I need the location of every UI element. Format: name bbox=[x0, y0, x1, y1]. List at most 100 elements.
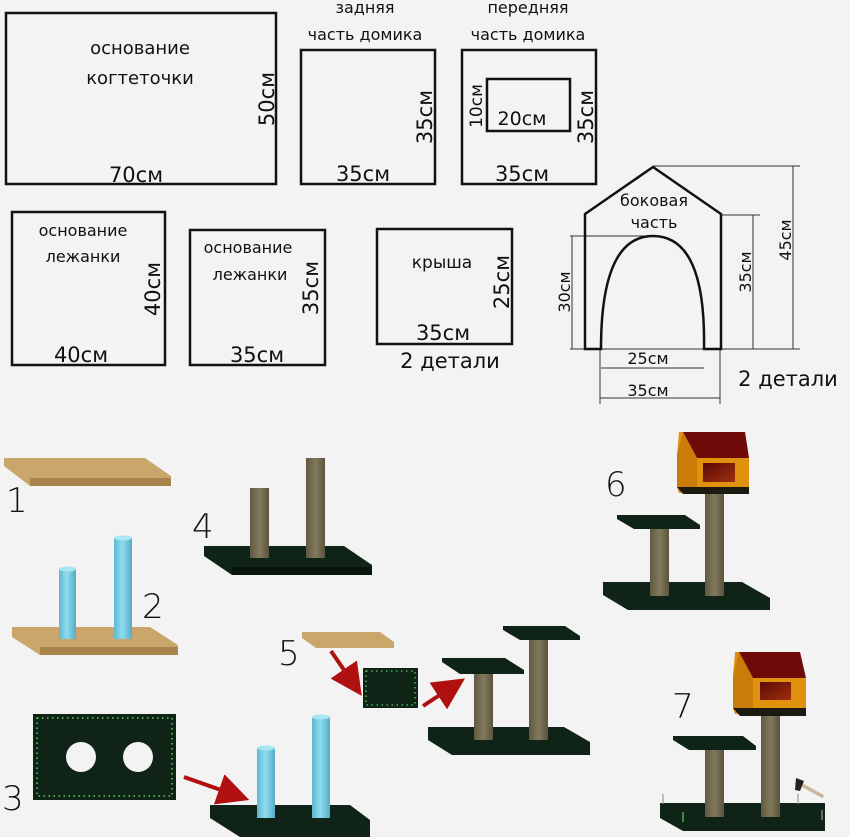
step-2-number: 2 bbox=[142, 587, 164, 627]
side-outline bbox=[583, 165, 723, 351]
part-scratcher-base: основание когтеточки 70см 50см bbox=[4, 11, 279, 187]
step2-tube-tall-cap bbox=[114, 535, 132, 541]
step3-tube-short-cap bbox=[257, 745, 275, 751]
step7-house-floor bbox=[733, 708, 806, 716]
step-7-number: 7 bbox=[672, 687, 694, 727]
step7-post-short bbox=[705, 749, 724, 817]
house-front-outline bbox=[460, 48, 598, 186]
house-front-title-2: часть домика bbox=[471, 25, 586, 44]
step6-house-roof bbox=[683, 432, 749, 458]
house-back-width: 35см bbox=[336, 162, 390, 186]
step-1-number: 1 bbox=[6, 481, 28, 521]
step6-post-short bbox=[650, 526, 669, 596]
step6-post-tall bbox=[705, 493, 724, 596]
bed-base-small-width: 35см bbox=[230, 343, 284, 367]
bed-base-large-width: 40см bbox=[54, 343, 108, 367]
scratcher-base-title-2: когтеточки bbox=[86, 68, 194, 89]
step5-shelf-high bbox=[503, 626, 580, 640]
step7-base bbox=[660, 803, 825, 831]
hammer-icon bbox=[795, 778, 824, 798]
side-arch-width: 25см bbox=[627, 349, 668, 368]
house-back-title-2: часть домика bbox=[308, 25, 423, 44]
step4-base-edge bbox=[232, 567, 372, 575]
step6-house-floor bbox=[677, 487, 749, 494]
part-house-back: задняя часть домика 35см 35см bbox=[299, 0, 437, 186]
house-front-width: 35см bbox=[495, 162, 549, 186]
bed-base-small-title-2: лежанки bbox=[213, 265, 288, 284]
step-6: 6 bbox=[603, 432, 770, 610]
step5-arrow-2 bbox=[421, 678, 466, 710]
roof-outline bbox=[375, 227, 514, 346]
step-6-number: 6 bbox=[605, 465, 627, 505]
step3-tube-short bbox=[257, 748, 275, 818]
house-back-title-1: задняя bbox=[335, 0, 394, 17]
step-4: 4 bbox=[192, 458, 372, 575]
step5-post-tall bbox=[529, 638, 548, 740]
step-2: 2 bbox=[12, 535, 178, 655]
step-5: 5 bbox=[278, 626, 590, 755]
step-3-number: 3 bbox=[2, 779, 24, 819]
step7-house-roof bbox=[739, 652, 806, 678]
roof-height: 25см bbox=[490, 255, 514, 309]
roof-title: крыша bbox=[412, 253, 472, 273]
step-4-number: 4 bbox=[192, 507, 214, 547]
step-3: 3 bbox=[2, 714, 370, 837]
step2-tube-short-cap bbox=[59, 566, 76, 572]
step5-base bbox=[428, 727, 590, 755]
step1-board-edge bbox=[30, 478, 171, 486]
step3-hole-right bbox=[123, 742, 153, 772]
step3-hole-left bbox=[66, 742, 96, 772]
part-bed-base-small: основание лежанки 35см 35см bbox=[188, 228, 327, 367]
step4-post-tall bbox=[306, 458, 325, 558]
step5-post-short bbox=[474, 672, 493, 740]
side-title-1: боковая bbox=[620, 191, 688, 210]
side-count: 2 детали bbox=[738, 367, 838, 391]
step5-arrow-1 bbox=[329, 649, 362, 696]
scratcher-base-title-1: основание bbox=[90, 38, 190, 59]
step5-carpet-stitch bbox=[365, 670, 416, 706]
bed-base-small-height: 35см bbox=[299, 261, 323, 315]
step6-base bbox=[603, 582, 770, 610]
part-roof: крыша 35см 25см 2 детали bbox=[375, 227, 514, 373]
side-width: 35см bbox=[627, 381, 668, 400]
bed-base-small-title-1: основание bbox=[204, 238, 293, 257]
part-side: боковая часть 25см 35см 30см 35см 45см 2… bbox=[555, 165, 838, 404]
step6-shelf bbox=[617, 515, 700, 529]
house-front-height: 35см bbox=[574, 90, 598, 144]
house-back-outline bbox=[299, 48, 437, 186]
side-total-height: 45см bbox=[776, 219, 795, 260]
step2-tube-tall bbox=[114, 538, 132, 639]
step6-house-window bbox=[703, 463, 735, 482]
step5-board bbox=[302, 632, 394, 648]
side-title-2: часть bbox=[631, 213, 678, 232]
step-7: 7 bbox=[660, 652, 825, 831]
step3-carpet bbox=[33, 714, 176, 800]
bed-base-large-title-1: основание bbox=[39, 221, 128, 240]
step7-post-tall bbox=[761, 715, 780, 817]
step3-tube-tall bbox=[312, 717, 330, 818]
step3-arrow bbox=[183, 774, 250, 805]
scratcher-base-width: 70см bbox=[109, 163, 163, 187]
house-back-height: 35см bbox=[413, 90, 437, 144]
bed-base-large-outline bbox=[10, 210, 167, 367]
bed-base-large-title-2: лежанки bbox=[46, 247, 121, 266]
house-front-hole bbox=[485, 77, 572, 133]
part-house-front: передняя часть домика 20см 10см 35см 35с… bbox=[460, 0, 598, 186]
side-arch-height: 30см bbox=[555, 271, 574, 312]
house-front-hole-height: 10см bbox=[467, 84, 487, 128]
step4-post-short bbox=[250, 488, 269, 558]
step5-shelf-low bbox=[442, 658, 524, 674]
step3-carpet-stitch bbox=[36, 717, 173, 797]
step2-tube-short bbox=[59, 569, 76, 639]
step5-carpet bbox=[363, 668, 418, 708]
roof-count: 2 детали bbox=[400, 349, 500, 373]
step2-board-edge bbox=[40, 647, 178, 655]
bed-base-small-outline bbox=[188, 228, 327, 367]
step6-house-front bbox=[677, 432, 697, 493]
step7-shelf bbox=[673, 736, 756, 750]
bed-base-large-height: 40см bbox=[141, 262, 165, 316]
step3-base bbox=[210, 805, 370, 837]
step-1: 1 bbox=[4, 458, 171, 521]
step7-house-front bbox=[733, 652, 753, 714]
